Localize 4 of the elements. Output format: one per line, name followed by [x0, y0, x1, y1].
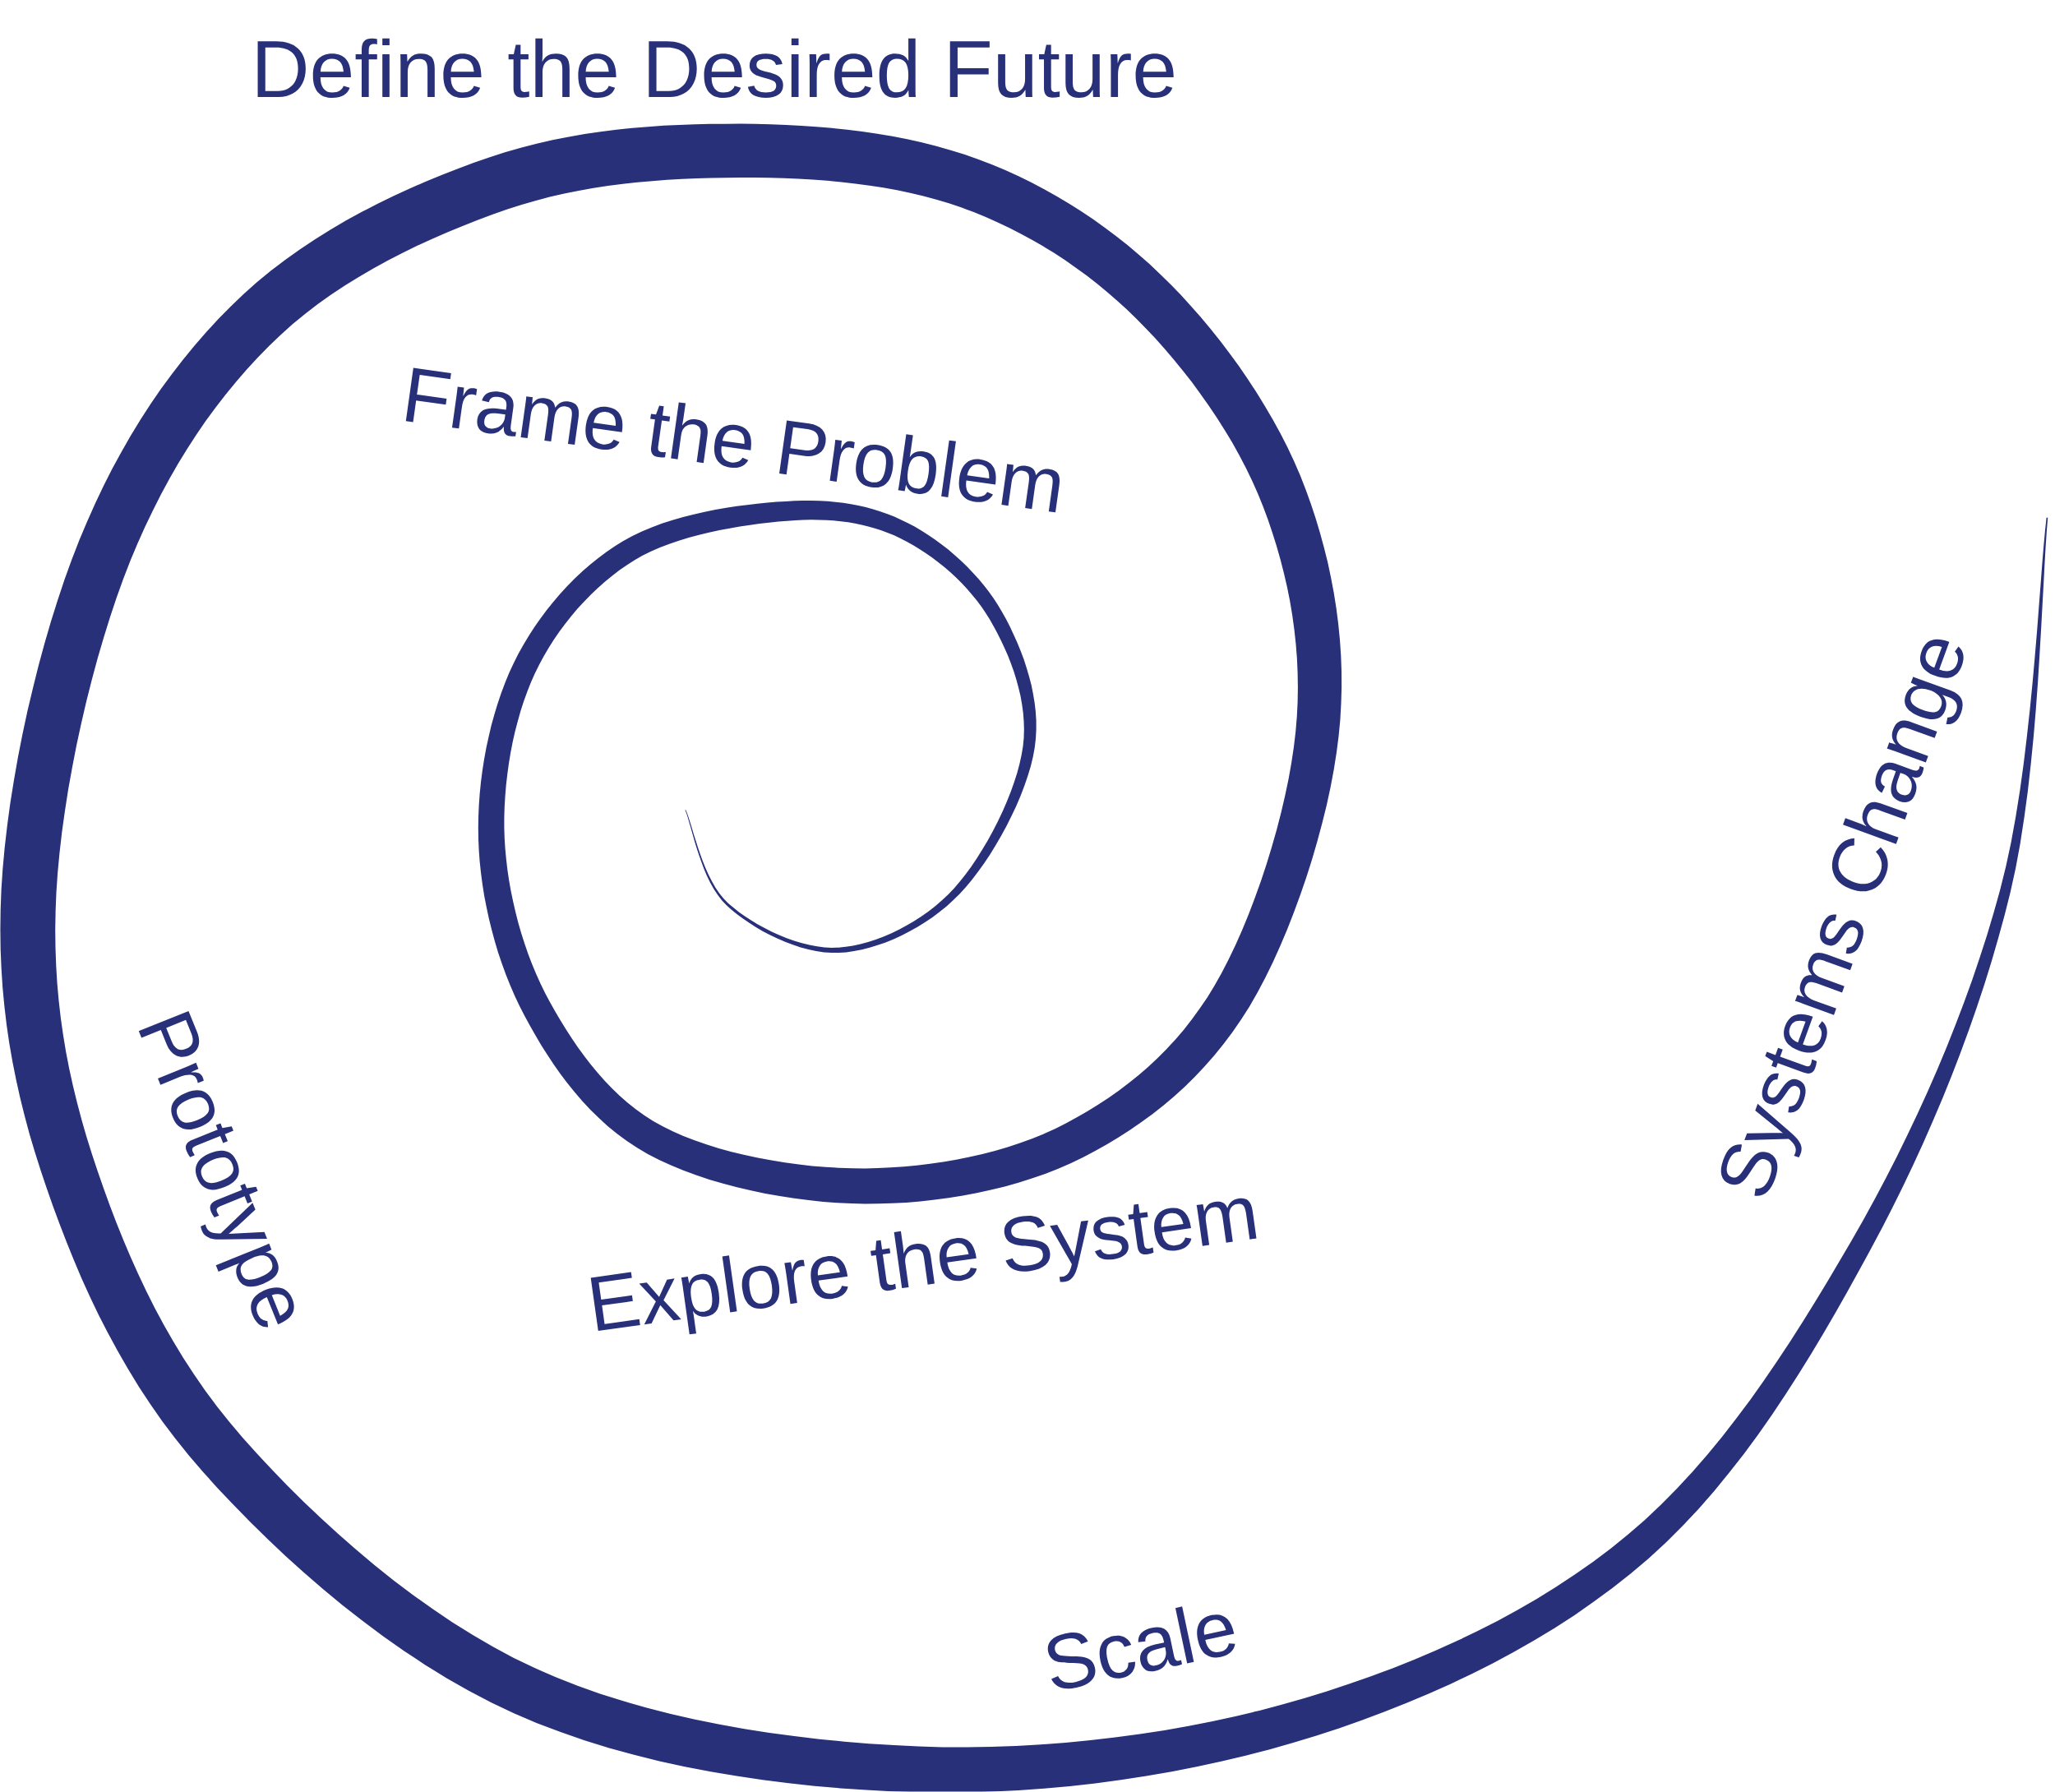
stage-label: Scale [1047, 1606, 1235, 1689]
stage-label: Define the Desired Future [257, 39, 1174, 99]
stage-label: Frame the Problem [405, 367, 1060, 513]
stage-label: Explore the System [590, 1198, 1257, 1335]
